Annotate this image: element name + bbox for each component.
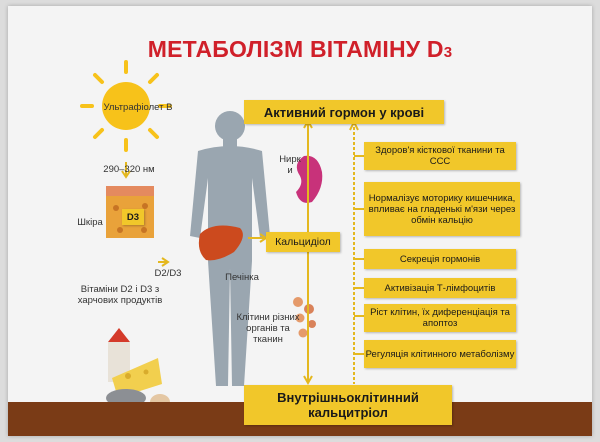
calcidiol-box: Кальцидіол (266, 232, 340, 252)
uv-label: Ультрафіолет В (103, 102, 173, 113)
title-main: МЕТАБОЛІЗМ ВІТАМІНУ D (147, 36, 444, 62)
effect-item-cell-growth: Ріст клітин, їх диференціація та апоптоз (364, 304, 516, 332)
d2d3-label: D2/D3 (154, 268, 182, 279)
kidney-label: Нирк и (279, 154, 301, 176)
slide-title: МЕТАБОЛІЗМ ВІТАМІНУ D3 (8, 36, 592, 63)
food-vitamins-label: Вітаміни D2 і D3 з харчових продуктів (77, 284, 163, 306)
liver-label: Печінка (225, 272, 259, 283)
active-hormone-box: Активний гормон у крові (244, 100, 444, 124)
human-silhouette (190, 111, 270, 386)
d3-label: D3 (122, 209, 144, 225)
slide: МЕТАБОЛІЗМ ВІТАМІНУ D3 (8, 6, 592, 436)
skin-label: Шкіра (77, 217, 103, 228)
food-icon (106, 328, 170, 410)
effect-item-t-lymphocytes: Активізація Т-лімфоцитів (364, 278, 516, 298)
wavelength-label: 290–320 нм (103, 164, 155, 175)
title-subscript: 3 (443, 44, 453, 61)
diagram-artwork (80, 60, 364, 410)
intracellular-calcitriol-box: Внутрішньоклітинний кальцитріол (244, 385, 452, 425)
liver-icon (198, 225, 243, 261)
effect-item-cell-metabolism: Регуляція клітинного метаболізму (364, 340, 516, 368)
sun-icon (80, 60, 172, 152)
effect-item-bone-health: Здоров'я кісткової тканини та ССС (364, 142, 516, 170)
cells-label: Клітини різних органів та тканин (236, 312, 300, 345)
kidney-icon (296, 155, 323, 203)
connector-arrows (121, 118, 364, 386)
effect-item-hormone-secretion: Секреція гормонів (364, 249, 516, 269)
effect-item-intestinal-motility: Нормалізує моторику кишечника, впливає н… (364, 182, 520, 236)
